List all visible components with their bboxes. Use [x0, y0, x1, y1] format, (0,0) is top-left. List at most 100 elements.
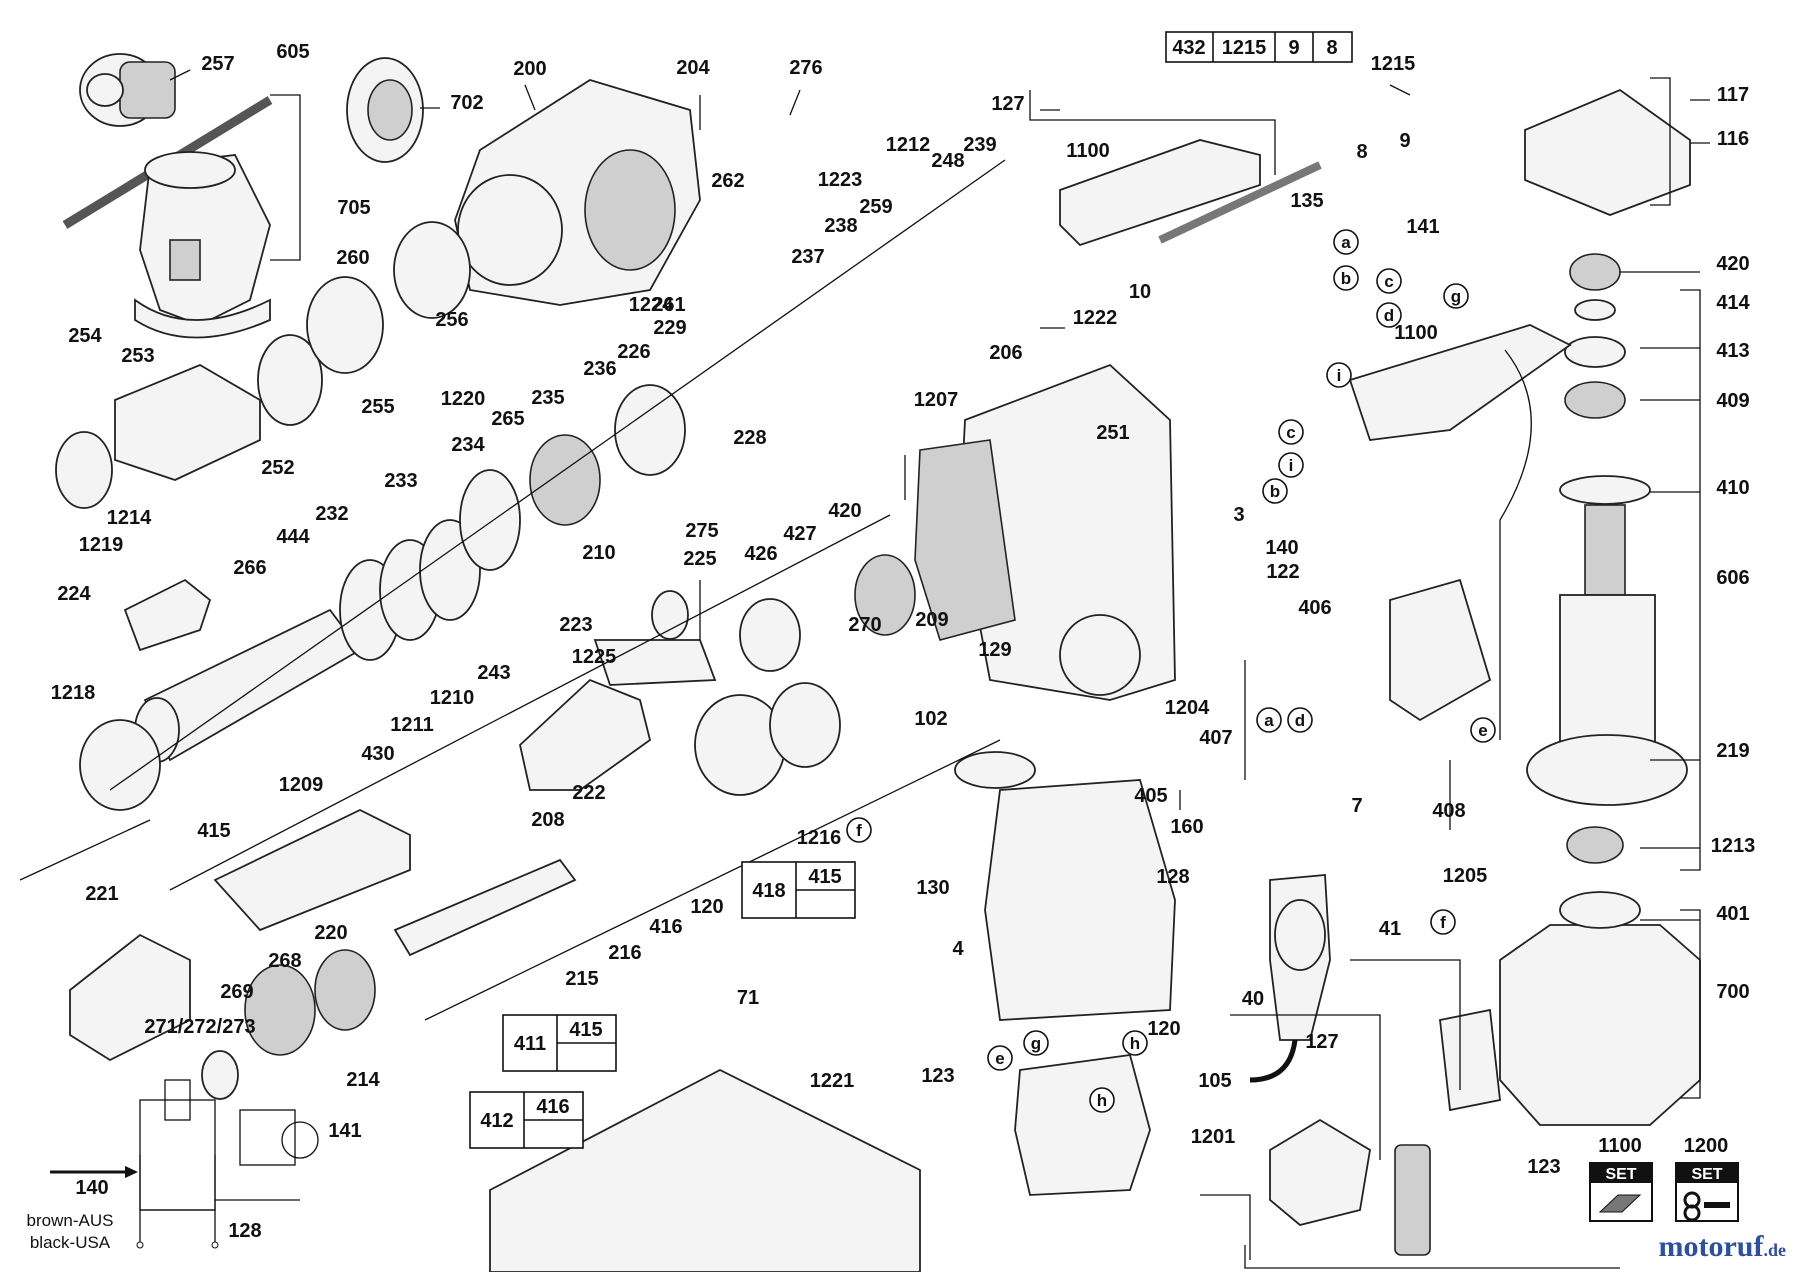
watermark: motoruf.de — [1659, 1230, 1786, 1264]
part-label-114: 120 — [1147, 1018, 1180, 1040]
part-label-65: 209 — [915, 609, 948, 631]
part-label-54: 232 — [315, 503, 348, 525]
header-cell-1: 432 — [1172, 37, 1205, 59]
motor-cap-part — [1524, 88, 1691, 216]
part-label-83: 1204 — [1165, 697, 1210, 719]
part-label-48: 251 — [1096, 422, 1129, 444]
part-label-34: 414 — [1716, 292, 1750, 314]
switch-housing-part — [1389, 578, 1492, 722]
letter-circle-10 — [1287, 707, 1313, 733]
letter-circle-11 — [1470, 717, 1496, 743]
ring-234 — [459, 469, 521, 571]
letter-circle-8 — [1262, 478, 1288, 504]
group-box-412-a: 412 — [480, 1110, 513, 1132]
part-label-17: 1100 — [1066, 140, 1109, 162]
part-label-102: 120 — [690, 896, 723, 918]
part-label-2: 702 — [450, 92, 483, 114]
ring-260 — [306, 276, 384, 374]
part-label-111: 123 — [921, 1065, 954, 1087]
ring-inner — [367, 79, 413, 141]
part-label-44: 236 — [583, 358, 616, 380]
part-label-6: 127 — [991, 93, 1024, 115]
part-label-4: 204 — [676, 57, 710, 79]
part-label-116: 41 — [1379, 918, 1401, 940]
set-box-icon — [1598, 1194, 1642, 1213]
letter-label-13: f — [1440, 913, 1446, 932]
gear-224 — [769, 682, 841, 768]
part-label-67: 140 — [1265, 537, 1298, 559]
letter-circle-9 — [1256, 707, 1282, 733]
letter-label-7: i — [1289, 456, 1294, 475]
part-label-101: 416 — [649, 916, 682, 938]
ring-426 — [651, 590, 689, 640]
part-label-108: 700 — [1716, 981, 1749, 1003]
ring-255 — [257, 334, 323, 426]
part-label-0: 257 — [201, 53, 234, 75]
part-label-10: 705 — [337, 197, 370, 219]
spindle-part — [393, 858, 577, 957]
part-label-58: 275 — [685, 520, 718, 542]
part-label-20: 135 — [1290, 190, 1323, 212]
letter-circle-0 — [1333, 229, 1359, 255]
part-label-81: 208 — [531, 809, 564, 831]
part-label-61: 426 — [744, 543, 777, 565]
header-cell-3: 9 — [1288, 37, 1299, 59]
letter-circle-17 — [1122, 1030, 1148, 1056]
part-label-85: 219 — [1716, 740, 1749, 762]
crank-shaft-part — [593, 639, 717, 686]
wiring-schematic — [50, 1079, 319, 1249]
letter-circle-5 — [1326, 362, 1352, 388]
group-box-411: 411 415 — [502, 1014, 617, 1072]
set-1200-number: 1200 — [1684, 1135, 1729, 1157]
part-label-11: 254 — [68, 325, 102, 347]
housing-bore — [457, 174, 563, 286]
part-label-66: 129 — [978, 639, 1011, 661]
part-label-37: 1220 — [441, 388, 486, 410]
part-label-15: 262 — [711, 170, 744, 192]
gear-235 — [529, 434, 601, 526]
letter-label-16: h — [1097, 1091, 1107, 1110]
part-label-9: 116 — [1717, 128, 1749, 150]
gear-221 — [314, 949, 376, 1031]
watermark-main: motoruf — [1658, 1230, 1764, 1263]
part-label-78: 430 — [361, 743, 394, 765]
motor-housing-part — [1499, 924, 1701, 1126]
part-label-36: 409 — [1716, 390, 1749, 412]
part-label-23: 1212 — [886, 134, 931, 156]
letter-label-5: i — [1337, 366, 1342, 385]
bracket-lines — [19, 77, 1701, 1269]
part-label-88: 160 — [1170, 816, 1203, 838]
part-label-106: 1205 — [1443, 865, 1488, 887]
part-label-86: 1216 — [797, 827, 842, 849]
part-label-14: 256 — [435, 309, 468, 331]
part-label-52: 234 — [451, 434, 485, 456]
housing-frame-part — [914, 439, 1016, 641]
letter-label-1: b — [1341, 269, 1351, 288]
part-label-35: 413 — [1716, 340, 1749, 362]
letter-circle-7 — [1278, 452, 1304, 478]
part-label-28: 237 — [791, 246, 824, 268]
header-box: 432 1215 9 8 — [1165, 31, 1353, 63]
part-label-45: 235 — [531, 387, 564, 409]
letter-label-0: a — [1341, 233, 1351, 252]
letter-label-14: e — [995, 1049, 1004, 1068]
cable-cord — [1249, 1039, 1298, 1083]
letter-label-3: d — [1384, 306, 1394, 325]
adapter-606 — [123, 578, 212, 652]
bearing-409 — [1564, 381, 1626, 419]
housing-side — [584, 149, 676, 271]
gear-270 — [854, 554, 916, 636]
letter-circle-13 — [1430, 909, 1456, 935]
part-label-113: 1201 — [1191, 1126, 1236, 1148]
nose-415 — [69, 933, 191, 1062]
part-label-13: 260 — [336, 247, 369, 269]
part-label-89: 7 — [1351, 795, 1362, 817]
shaft-part — [1158, 161, 1322, 244]
ring-269 — [201, 1050, 239, 1100]
group-box-418-b: 415 — [808, 866, 841, 888]
part-label-75: 243 — [477, 662, 510, 684]
part-label-107: 401 — [1716, 903, 1749, 925]
letter-circle-12 — [846, 817, 872, 843]
part-label-59: 420 — [828, 500, 861, 522]
group-box-412-b: 416 — [536, 1096, 569, 1118]
